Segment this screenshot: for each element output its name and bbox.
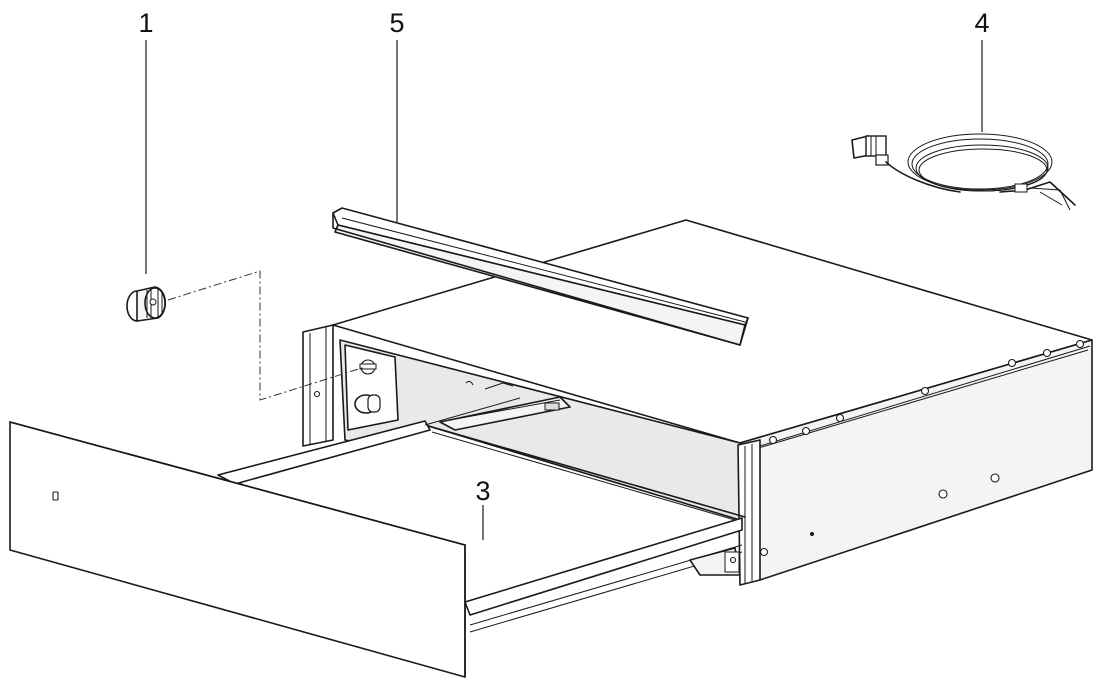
mounting-hole-icon	[938, 489, 948, 499]
screw-icon	[1075, 339, 1085, 349]
screw-icon	[768, 435, 778, 445]
mounting-hole-icon	[759, 547, 769, 557]
screw-icon	[835, 413, 845, 423]
callout-5: 5	[389, 8, 404, 38]
trim-strip	[332, 207, 749, 346]
screw-icon	[1007, 358, 1017, 368]
mounting-hole-icon	[990, 473, 1000, 483]
callout-4: 4	[974, 8, 989, 38]
screw-icon	[1042, 348, 1052, 358]
handle-slot-icon	[52, 491, 59, 501]
control-panel	[344, 344, 399, 431]
rivet-icon	[810, 532, 814, 536]
callout-1: 1	[138, 8, 153, 38]
knob	[126, 286, 167, 322]
power-cable	[851, 133, 1076, 211]
housing-front-post	[737, 439, 761, 586]
screw-icon	[920, 386, 930, 396]
callout-3: 3	[475, 476, 490, 506]
assembly-line	[167, 270, 366, 401]
screw-icon	[801, 426, 811, 436]
drawer	[9, 397, 746, 678]
